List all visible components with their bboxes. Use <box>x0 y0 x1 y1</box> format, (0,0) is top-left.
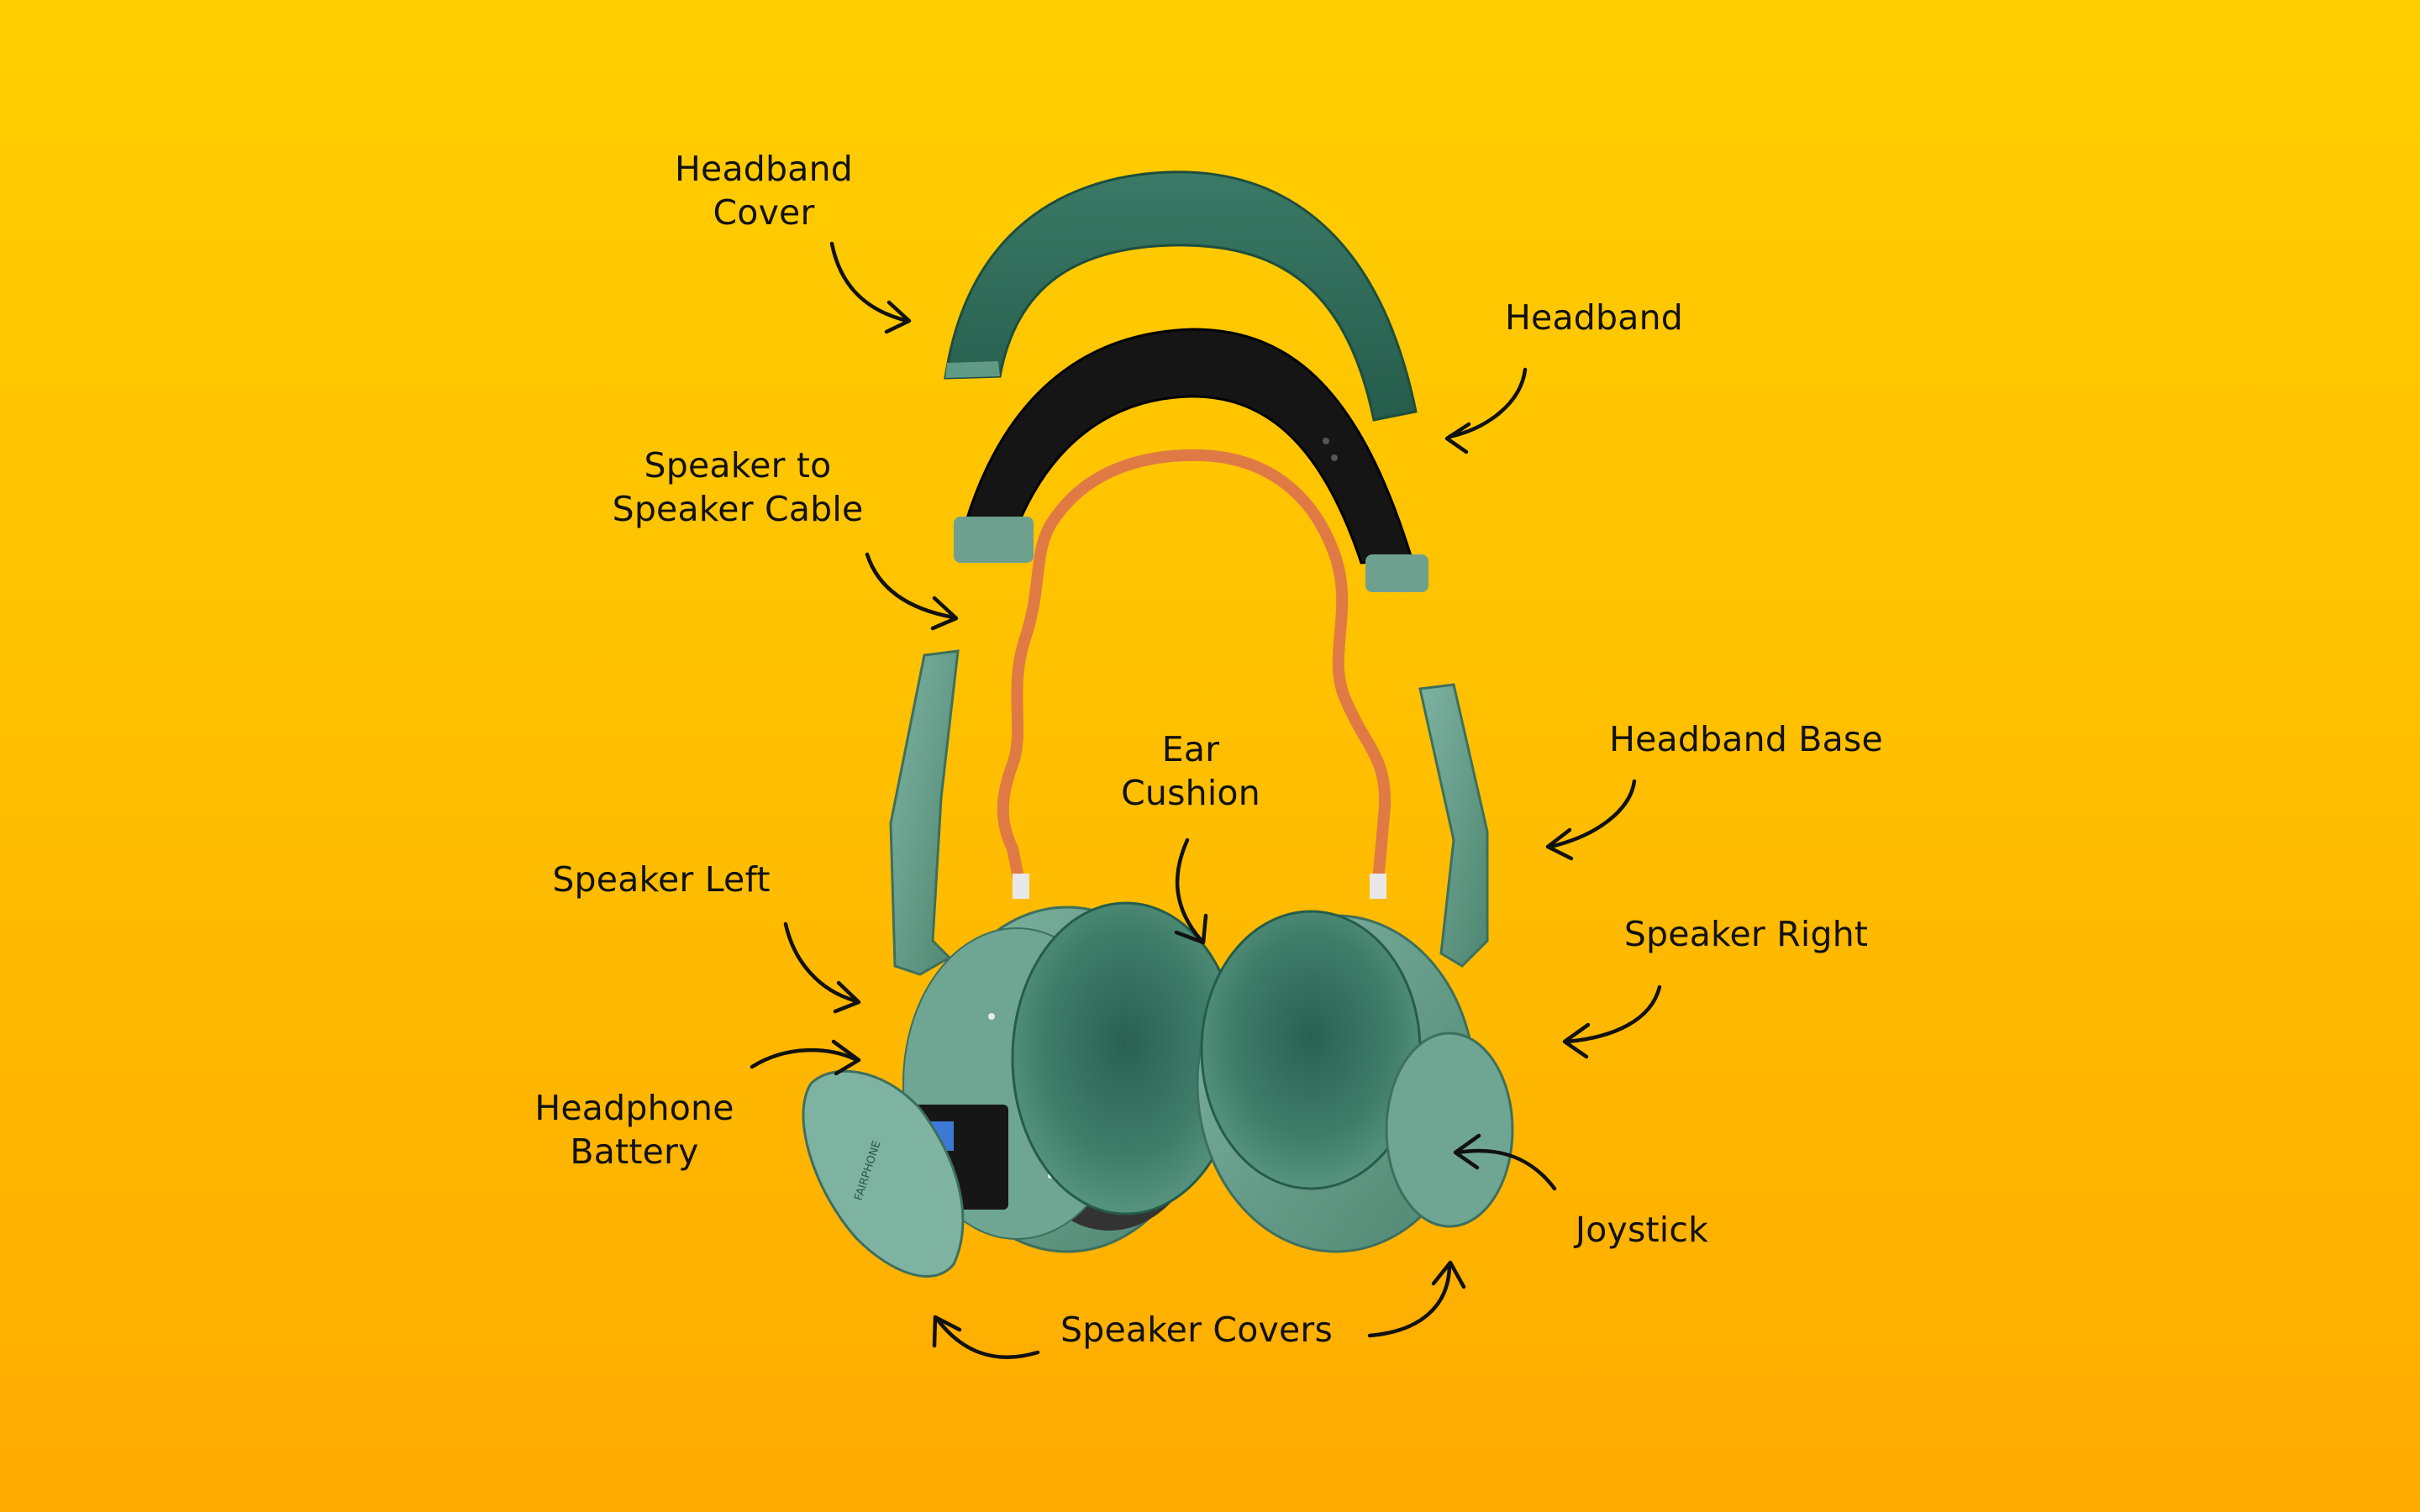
headband-base-right-part <box>1418 683 1489 968</box>
arrow-battery <box>750 1047 860 1069</box>
label-headband: Headband <box>1505 297 1683 338</box>
arrow-ear-cushion <box>1175 837 1204 943</box>
arrow-speaker-right <box>1565 984 1662 1044</box>
arrow-headband-cover <box>829 241 910 323</box>
label-joystick: Joystick <box>1575 1210 1709 1250</box>
headband-part <box>954 328 1428 592</box>
label-headphone-battery: Headphone Battery <box>534 1088 734 1172</box>
arrow-headband <box>1447 367 1528 439</box>
label-ear-cushion: Ear Cushion <box>1121 729 1260 813</box>
label-headband-cover: Headband Cover <box>675 149 853 233</box>
label-speaker-left: Speaker Left <box>552 859 771 900</box>
arrows <box>750 241 1662 1359</box>
label-speaker-cable: Speaker to Speaker Cable <box>612 445 864 529</box>
speaker-cable-part <box>997 449 1392 899</box>
arrow-speaker-cable <box>865 552 956 620</box>
headband-base-left-part <box>889 649 960 976</box>
arrow-speaker-left <box>783 921 860 1004</box>
arrow-speaker-covers-right <box>1367 1262 1452 1338</box>
label-speaker-right: Speaker Right <box>1623 914 1869 954</box>
speaker-cover-left-part: FAIRPHONE <box>802 1069 965 1278</box>
arrow-headband-base <box>1548 779 1637 849</box>
label-speaker-covers: Speaker Covers <box>1060 1310 1334 1350</box>
headband-cover-part <box>944 171 1418 422</box>
speaker-cover-right-part <box>1385 1032 1514 1228</box>
arrow-joystick <box>1455 1148 1557 1191</box>
label-headband-base: Headband Base <box>1609 719 1883 759</box>
arrow-speaker-covers-left <box>934 1316 1040 1359</box>
